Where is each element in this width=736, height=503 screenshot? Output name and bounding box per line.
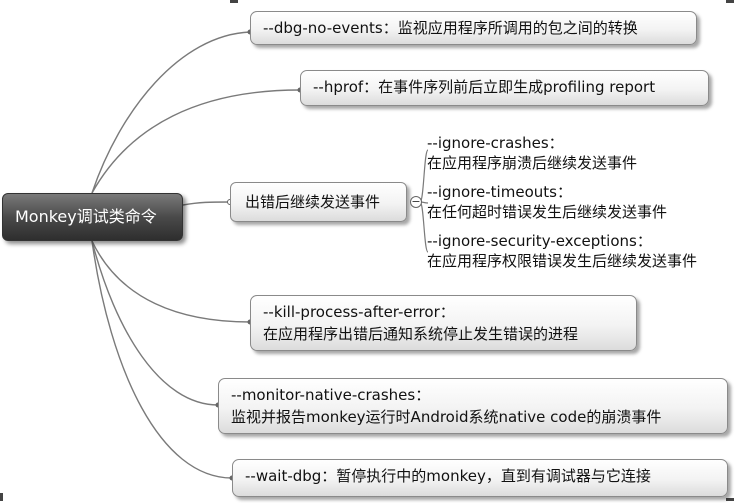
link-kill-process [91, 240, 251, 323]
branch-monitor-native-crashes[interactable]: --monitor-native-crashes： 监视并报告monkey运行时… [218, 378, 728, 434]
link-wait-dbg [91, 240, 233, 479]
link-monitor-native [91, 240, 219, 406]
sub-item-ignore-security-exceptions: --ignore-security-exceptions： 在应用程序权限错误发… [427, 231, 697, 271]
sub-item-desc: 在应用程序崩溃后继续发送事件 [427, 154, 638, 172]
link-dbg-no-events [91, 31, 251, 194]
link-hprof [91, 89, 301, 194]
link-continue [182, 201, 231, 206]
branch-option: --kill-process-after-error： [263, 303, 455, 321]
root-label: Monkey调试类命令 [15, 207, 157, 226]
branch-text: 出错后继续发送事件 [245, 193, 381, 211]
branch-desc: 监视并报告monkey运行时Android系统native code的崩溃事件 [231, 408, 662, 426]
sub-item-option: --ignore-security-exceptions： [427, 232, 652, 250]
branch-text: --wait-dbg：暂停执行中的monkey，直到有调试器与它连接 [245, 467, 651, 485]
sub-item-ignore-crashes: --ignore-crashes： 在应用程序崩溃后继续发送事件 [427, 133, 637, 173]
sub-item-option: --ignore-timeouts： [427, 183, 572, 201]
branch-kill-process-after-error[interactable]: --kill-process-after-error： 在应用程序出错后通知系统… [250, 295, 637, 351]
root-node[interactable]: Monkey调试类命令 [2, 193, 183, 241]
branch-dbg-no-events[interactable]: --dbg-no-events：监视应用程序所调用的包之间的转换 [250, 11, 697, 45]
frame-corner-mark [726, 498, 734, 501]
branch-continue-on-error[interactable]: 出错后继续发送事件 [230, 182, 407, 222]
sub-item-option: --ignore-crashes： [427, 134, 564, 152]
sub-item-desc: 在应用程序权限错误发生后继续发送事件 [427, 252, 698, 270]
frame-corner-mark [726, 0, 734, 3]
sub-item-desc: 在任何超时错误发生后继续发送事件 [427, 203, 668, 221]
branch-wait-dbg[interactable]: --wait-dbg：暂停执行中的monkey，直到有调试器与它连接 [232, 459, 728, 497]
frame-corner-mark [230, 0, 238, 3]
branch-option: --monitor-native-crashes： [231, 386, 431, 404]
collapse-toggle-button[interactable]: − [410, 196, 422, 208]
frame-corner-mark [0, 493, 3, 501]
branch-text: --hprof：在事件序列前后立即生成profiling report [313, 78, 656, 96]
branch-desc: 在应用程序出错后通知系统停止发生错误的进程 [263, 325, 579, 343]
collapse-icon: − [411, 195, 421, 208]
branch-hprof[interactable]: --hprof：在事件序列前后立即生成profiling report [300, 70, 709, 106]
sub-item-ignore-timeouts: --ignore-timeouts： 在任何超时错误发生后继续发送事件 [427, 182, 667, 222]
branch-text: --dbg-no-events：监视应用程序所调用的包之间的转换 [263, 19, 638, 37]
